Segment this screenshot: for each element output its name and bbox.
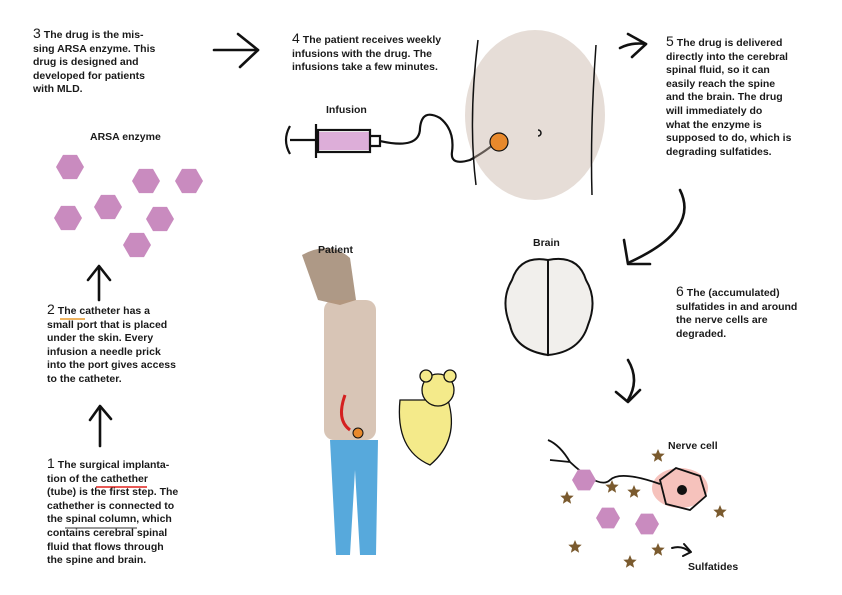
step-line: with MLD. <box>33 83 83 96</box>
step-line-text: The (accumulated) <box>686 287 780 299</box>
step-line: developed for patients <box>33 69 146 82</box>
patient-figure <box>302 248 457 555</box>
star-icon <box>651 543 665 556</box>
step-line-text: The drug is the mis- <box>43 29 144 41</box>
step-line: cathether is connected to <box>47 499 175 512</box>
step-line-text: The catheter has a <box>57 305 150 317</box>
arrow-curved-down-icon <box>614 358 642 404</box>
patient-label: Patient <box>318 244 354 256</box>
step-line: degraded. <box>676 327 727 340</box>
step-line: (tube) is the first step. The <box>47 486 179 499</box>
step-line: the spinal column, which <box>47 513 172 526</box>
star-icon <box>623 555 637 568</box>
infusion-label: Infusion <box>326 104 367 116</box>
step-line: the spine and brain. <box>47 554 147 567</box>
step-line-text: The drug is delivered <box>676 37 783 49</box>
step-line: tion of the cathether <box>47 472 148 485</box>
hexagon <box>572 469 596 491</box>
hexagon <box>146 206 174 232</box>
step-number: 4 <box>292 30 300 46</box>
sulfatide-stars <box>560 449 727 568</box>
nerve-cell-icon <box>547 439 708 511</box>
hexagon <box>596 507 620 529</box>
step-number: 3 <box>33 25 41 41</box>
step-line-text: The surgical implanta- <box>57 459 170 471</box>
step-line: directly into the cerebral <box>666 50 788 63</box>
step-line: will immediately do <box>666 104 763 117</box>
step-line: into the port gives access <box>47 359 176 372</box>
step-line: supposed to do, which is <box>666 132 792 145</box>
step-number: 5 <box>666 33 674 49</box>
hexagon <box>175 168 203 194</box>
step-line: to the catheter. <box>47 372 122 385</box>
step-number: 2 <box>47 301 55 317</box>
step-line: under the skin. Every <box>47 332 154 345</box>
infusion-syringe-icon <box>284 113 497 163</box>
star-icon <box>605 480 619 493</box>
step-line: small port that is placed <box>47 318 168 331</box>
step-line: infusion a needle prick <box>47 345 161 358</box>
step-line: what the enzyme is <box>666 118 762 131</box>
arsa-enzyme-label: ARSA enzyme <box>90 131 161 143</box>
step-line: the nerve cells are <box>676 314 768 327</box>
nerve-cell-label: Nerve cell <box>668 440 718 452</box>
arrow-up-icon <box>88 404 113 448</box>
step-line: fluid that flows through <box>47 540 164 553</box>
teddy-bear <box>398 369 457 466</box>
step-line: sing ARSA enzyme. This <box>33 42 156 55</box>
star-icon <box>627 485 641 498</box>
step-line: drug is designed and <box>33 56 139 69</box>
step-line-text: The patient receives weekly <box>302 34 442 46</box>
hexagon <box>54 205 82 231</box>
step-line: infusions with the drug. The <box>292 47 432 60</box>
navel <box>537 129 542 137</box>
sulfatide-hexagons <box>572 469 659 535</box>
arrow-small-icon <box>671 543 692 557</box>
brain-label: Brain <box>533 237 560 249</box>
step-line: easily reach the spine <box>666 77 776 90</box>
star-icon <box>568 540 582 553</box>
star-icon <box>560 491 574 504</box>
arsa-enzyme-hexagons <box>54 154 203 258</box>
hexagon <box>56 154 84 180</box>
step-line: contains cerebral spinal <box>47 526 168 539</box>
step-line: sulfatides in and around <box>676 300 798 313</box>
arrow-right-icon <box>212 32 260 69</box>
arrow-right-icon <box>618 32 648 59</box>
sulfatides-label: Sulfatides <box>688 561 739 573</box>
brain-icon <box>504 258 594 357</box>
step-number: 1 <box>47 455 55 471</box>
arrow-up-icon <box>86 264 112 302</box>
step-line: spinal fluid, so it can <box>666 64 770 77</box>
hexagon <box>123 232 151 258</box>
star-icon <box>651 449 665 462</box>
step-line: and the brain. The drug <box>666 91 783 104</box>
hexagon <box>94 194 122 220</box>
arrow-curved-down-icon <box>622 188 686 266</box>
step-line: degrading sulfatides. <box>666 145 772 158</box>
step-number: 6 <box>676 283 684 299</box>
text-underlines <box>60 318 147 529</box>
hexagon <box>635 513 659 535</box>
port <box>489 132 509 152</box>
skin-patch <box>465 30 605 200</box>
hexagon <box>132 168 160 194</box>
star-icon <box>713 505 727 518</box>
step-line: infusions take a few minutes. <box>292 61 438 74</box>
